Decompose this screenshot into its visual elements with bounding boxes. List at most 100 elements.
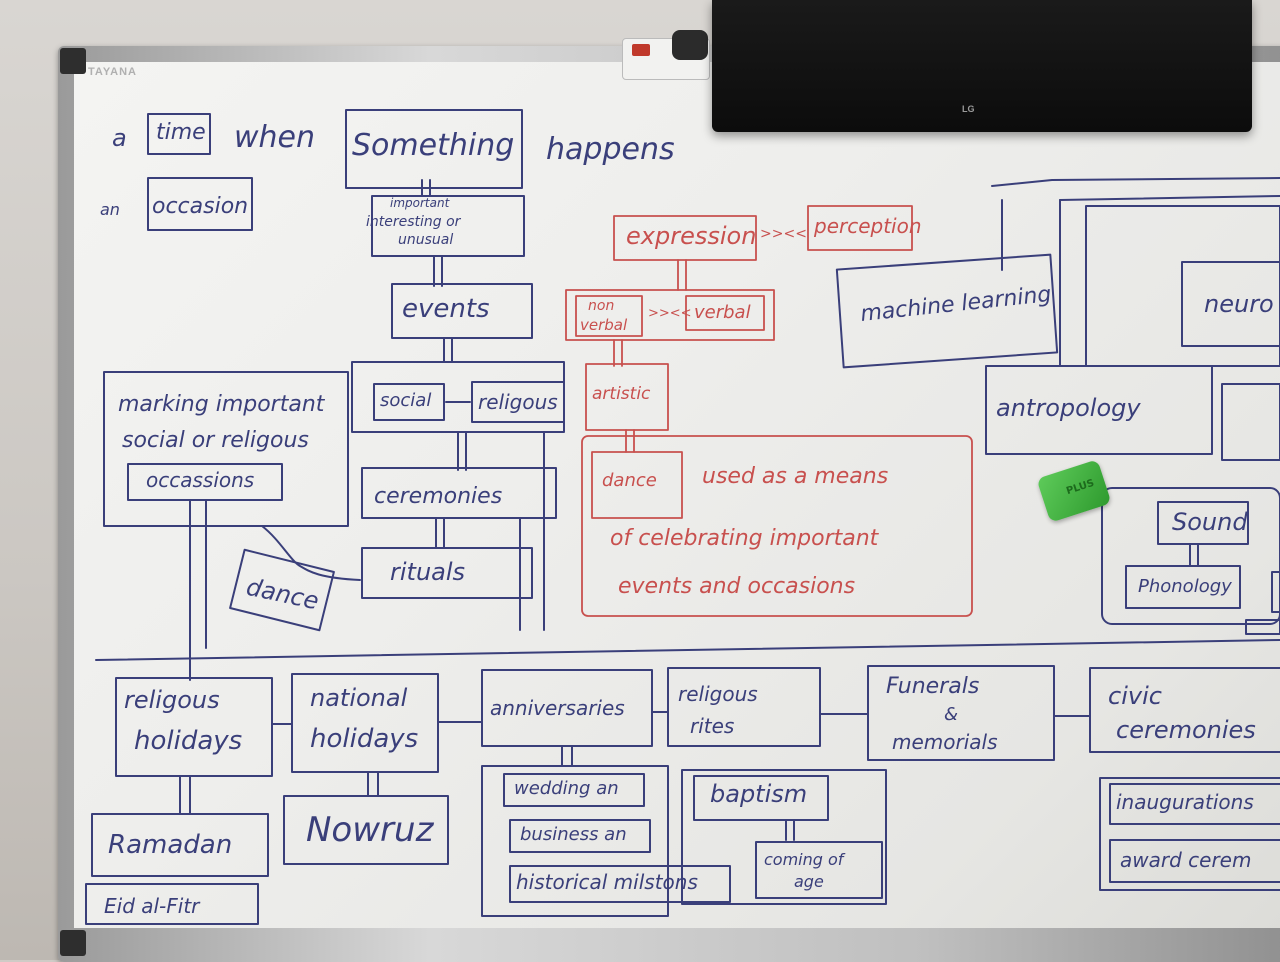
- note-religious-rites-2: rites: [690, 714, 735, 738]
- power-switch: [632, 44, 650, 56]
- note-a: a: [112, 124, 127, 152]
- note-religious-holidays-2: holidays: [134, 726, 243, 756]
- box-non-verbal: [575, 295, 643, 337]
- note-expression: expression: [626, 222, 757, 250]
- note-anthropology: antropology: [996, 394, 1141, 422]
- note-marking-2: social or religous: [122, 428, 309, 453]
- box-business: [509, 819, 651, 853]
- box-verbal: [685, 295, 765, 331]
- box-tiny-edge: [1271, 571, 1280, 613]
- box-something: [345, 109, 523, 189]
- box-funerals: [867, 665, 1055, 761]
- note-funerals-2: &: [944, 704, 959, 725]
- box-eid: [85, 883, 259, 925]
- box-linguistics: [1101, 487, 1280, 625]
- box-ceremonies: [361, 467, 557, 519]
- frame-corner: [60, 930, 86, 956]
- note-ceremonies: ceremonies: [374, 484, 503, 509]
- note-baptism: baptism: [710, 780, 808, 808]
- box-historical: [509, 865, 731, 903]
- note-perception: perception: [814, 214, 922, 238]
- box-award: [1109, 839, 1280, 883]
- note-rituals: rituals: [390, 558, 466, 586]
- note-sound: Sound: [1172, 508, 1248, 536]
- note-important-1: important: [390, 196, 450, 210]
- box-dance-left: [229, 548, 335, 632]
- note-award: award cerem: [1120, 848, 1252, 872]
- box-machine-learning: [835, 253, 1059, 369]
- box-perception: [807, 205, 913, 251]
- box-right-edge: [1221, 383, 1280, 461]
- box-inaugurations: [1109, 783, 1280, 825]
- box-anthropology: [985, 365, 1213, 455]
- note-red-sentence-3: events and occasions: [618, 574, 856, 599]
- note-time: time: [156, 120, 206, 145]
- note-nowruz: Nowruz: [306, 810, 434, 850]
- note-phonology: Phonology: [1138, 576, 1232, 597]
- box-nowruz: [283, 795, 449, 865]
- note-religious-rites-1: religous: [678, 682, 758, 706]
- note-red-sentence-2: of celebrating important: [610, 526, 879, 551]
- note-artistic: artistic: [592, 384, 651, 404]
- box-rituals: [361, 547, 533, 599]
- note-ramadan: Ramadan: [108, 830, 233, 860]
- note-verbal: verbal: [694, 302, 751, 323]
- box-anniversaries: [481, 669, 653, 747]
- note-neuro: neuro: [1204, 290, 1274, 318]
- note-business: business an: [520, 824, 627, 845]
- note-historical: historical milstons: [516, 870, 698, 894]
- box-important: [371, 195, 525, 257]
- note-red-sentence-1: used as a means: [702, 464, 889, 489]
- note-non-verbal-1: non: [588, 298, 615, 314]
- note-happens: happens: [546, 132, 675, 167]
- box-ramadan: [91, 813, 269, 877]
- note-coming-2: age: [794, 872, 824, 891]
- note-important-2: interesting or: [366, 214, 461, 230]
- box-coming-of-age: [755, 841, 883, 899]
- tv-logo: LG: [962, 104, 975, 114]
- tv-screen: [712, 0, 1252, 132]
- box-neuro: [1181, 261, 1280, 347]
- note-sym-1: >><<: [760, 226, 807, 242]
- note-civic-1: civic: [1108, 682, 1162, 710]
- box-occasion: [147, 177, 253, 231]
- frame-corner: [60, 48, 86, 74]
- box-expression: [613, 215, 757, 261]
- board-brand: TAYANA: [88, 66, 137, 78]
- box-civic: [1089, 667, 1280, 753]
- note-marking-1: marking important: [118, 392, 325, 417]
- note-social: social: [380, 390, 432, 411]
- box-social: [373, 383, 445, 421]
- note-eid: Eid al-Fitr: [104, 894, 200, 918]
- box-sound: [1157, 501, 1249, 545]
- box-events: [391, 283, 533, 339]
- note-inaugurations: inaugurations: [1116, 790, 1254, 814]
- box-artistic: [585, 363, 669, 431]
- note-non-verbal-2: verbal: [580, 316, 628, 334]
- box-religious-holidays: [115, 677, 273, 777]
- power-plug: [672, 30, 708, 60]
- note-funerals-1: Funerals: [886, 674, 980, 699]
- note-when: when: [234, 120, 316, 155]
- note-national-holidays-1: national: [310, 684, 408, 712]
- note-something: Something: [352, 128, 515, 163]
- box-wedding: [503, 773, 645, 807]
- note-wedding: wedding an: [514, 778, 619, 799]
- box-rites-items: [681, 769, 887, 905]
- box-tiny: [1245, 619, 1280, 635]
- box-anniversary-items: [481, 765, 669, 917]
- note-occasion: occasion: [152, 194, 249, 219]
- note-funerals-3: memorials: [892, 730, 998, 754]
- note-sym-2: >><<: [648, 306, 692, 321]
- box-time: [147, 113, 211, 155]
- note-religious-holidays-1: religous: [124, 686, 220, 714]
- box-marking: [103, 371, 349, 527]
- box-phonology: [1125, 565, 1241, 609]
- box-dance-red: [591, 451, 683, 519]
- box-religious-rites: [667, 667, 821, 747]
- note-civic-2: ceremonies: [1116, 716, 1256, 744]
- note-events: events: [402, 294, 490, 324]
- box-religious: [471, 381, 565, 423]
